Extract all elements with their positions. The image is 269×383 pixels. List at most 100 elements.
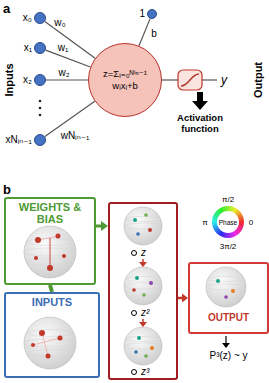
bloch-sphere: [39, 330, 45, 336]
bloch-sphere: [24, 317, 76, 369]
ellipsis-dots: [39, 114, 42, 117]
bloch-sphere: [58, 336, 63, 341]
bloch-sphere: [46, 354, 51, 359]
bloch-sphere: [208, 277, 244, 282]
bloch-sphere: [124, 267, 162, 305]
connector: [139, 19, 150, 46]
bloch-sphere: [35, 237, 41, 243]
output-formula: P³(z) ~ y: [209, 350, 247, 362]
bloch-sphere: [24, 339, 76, 347]
bias-value: 1: [139, 8, 145, 20]
measure-marker: [132, 370, 137, 375]
bloch-sphere: [206, 267, 246, 307]
input-label: x₂: [23, 74, 32, 86]
measure-marker: [132, 251, 137, 256]
input-label: x₀: [23, 12, 32, 24]
weight-label: w₁: [57, 42, 70, 53]
bloch-sphere: [24, 317, 76, 369]
measure-marker: [132, 251, 137, 375]
result-arrow: [222, 336, 230, 348]
bloch-sphere: [38, 236, 58, 240]
output-box: OUTPUTP³(z) ~ y: [188, 262, 269, 334]
bloch-sphere: [47, 265, 53, 271]
bloch-sphere: [124, 207, 162, 245]
callout-text: Activation function: [169, 112, 231, 134]
bloch-sphere: [135, 276, 139, 280]
power-label: z³: [141, 366, 149, 378]
result-arrow: [225, 336, 226, 344]
connector: [96, 221, 108, 231]
bloch-sphere: [224, 295, 228, 299]
bloch-sphere: [62, 254, 66, 258]
bloch-sphere: [124, 327, 162, 365]
bloch-sphere: [124, 223, 162, 229]
neuron: z=Σᵢ₌₀ᴺⁱⁿ⁻¹ wᵢxᵢ+b: [88, 43, 162, 117]
bloch-sphere: [126, 337, 160, 342]
phase-tick: 0: [249, 218, 253, 227]
bloch-sphere: [231, 289, 235, 293]
measure-marker: [132, 311, 137, 316]
axis-title: Output: [252, 62, 265, 98]
bloch-sphere: [134, 350, 138, 354]
connector: [46, 80, 88, 81]
bloch-sphere: [34, 256, 38, 260]
bloch-sphere: [24, 226, 76, 278]
bloch-sphere: [124, 343, 162, 349]
output-wire: [202, 79, 217, 80]
bloch-sphere: [206, 267, 246, 307]
weight-label: w₂: [57, 67, 70, 78]
ellipsis-dots: [39, 100, 42, 103]
bloch-sphere: [142, 293, 146, 297]
connector: [46, 50, 91, 67]
weight-label: wNᵢₙ₋₁: [60, 130, 91, 141]
bloch-sphere: [50, 238, 51, 266]
bloch-sphere: [126, 217, 160, 222]
activation-symbol: [181, 74, 199, 86]
input-neuron: xNᵢₙ₋₁: [34, 134, 46, 146]
bloch-sphere: [124, 327, 162, 365]
input-label: xNᵢₙ₋₁: [6, 134, 32, 146]
bloch-sphere: [124, 207, 162, 245]
box-title: INPUTS: [6, 296, 98, 308]
bloch-sphere: [132, 288, 136, 292]
connector-line: [46, 79, 88, 80]
bloch-sphere: [206, 284, 246, 290]
output-symbol: y: [221, 74, 227, 87]
input-neuron: x₂: [34, 74, 46, 86]
result-arrow: [222, 343, 230, 348]
bloch-sphere: [137, 336, 141, 340]
output-wire: [162, 79, 178, 80]
activation-symbol: [178, 70, 202, 90]
power-label: z: [141, 247, 146, 259]
bloch-sphere: [31, 343, 35, 347]
input-neuron: x₀: [34, 12, 46, 24]
bloch-sphere: [216, 279, 220, 283]
bloch-sphere: [56, 234, 61, 239]
connector: [178, 293, 188, 302]
connector-line: [50, 285, 52, 292]
box-title: OUTPUT: [190, 312, 267, 324]
weight-label: w₀: [53, 17, 66, 28]
panel-letter: a: [3, 1, 10, 16]
input-neuron: x₁: [34, 42, 46, 54]
connector: [50, 285, 52, 292]
panel-letter: b: [3, 182, 11, 197]
bloch-sphere: [150, 346, 154, 350]
inputs-box: INPUTS: [4, 292, 100, 378]
bloch-sphere: [149, 281, 153, 285]
arrowhead: [101, 221, 108, 231]
bloch-sphere: [148, 228, 152, 232]
bloch-sphere: [124, 283, 162, 289]
ellipsis-dots: [39, 100, 42, 117]
step-arrow: [139, 322, 147, 327]
phase-tick: π/2: [222, 195, 234, 204]
weights-bias-box: WEIGHTS & BIAS: [4, 197, 96, 285]
connector-line: [46, 50, 91, 67]
connector-line: [139, 19, 150, 46]
block-arrow: [192, 92, 208, 110]
bloch-sphere: [126, 277, 160, 282]
power-label: z²: [141, 307, 149, 319]
input-label: x₁: [24, 42, 32, 54]
bloch-sphere: [133, 218, 137, 222]
